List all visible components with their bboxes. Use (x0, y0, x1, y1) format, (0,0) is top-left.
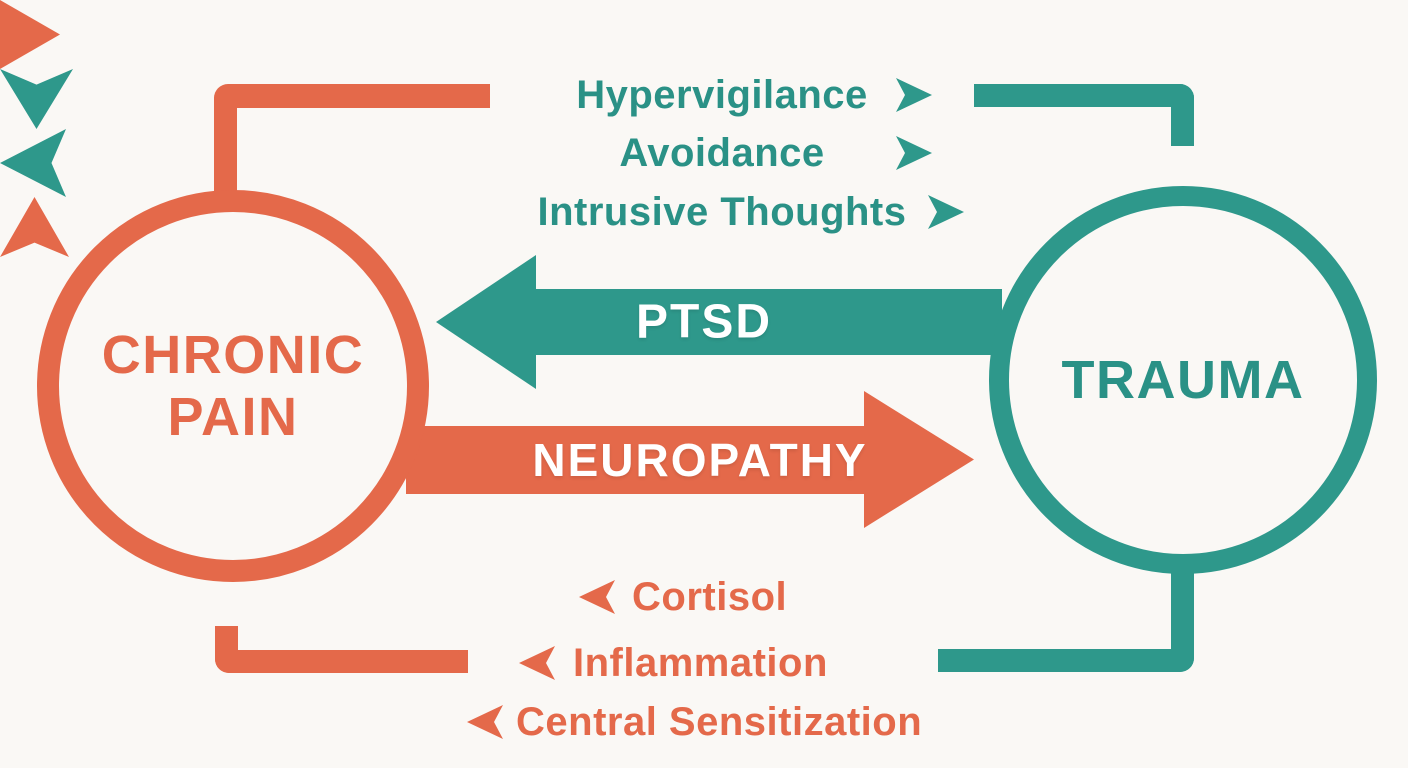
left-arrowhead-icon (519, 646, 555, 680)
neuropathy-arrow-label: NEUROPATHY (532, 434, 868, 486)
mechanisms-to-chronic-connector-vertical (215, 626, 238, 673)
mechanism-item-inflammation: Inflammation (573, 641, 828, 685)
ptsd-arrow-body (532, 289, 1002, 355)
symptom-item-hypervigilance: Hypervigilance (576, 73, 868, 117)
trauma-label: TRAUMA (1061, 350, 1305, 410)
left-arrowhead-icon (436, 255, 536, 389)
symptoms-to-trauma-connector-horizontal (974, 84, 1194, 107)
chronic-pain-label-line1: CHRONIC (101, 325, 365, 385)
right-arrowhead-icon (864, 391, 974, 528)
symptom-item-avoidance: Avoidance (619, 131, 825, 175)
left-arrowhead-icon (467, 705, 503, 739)
chronic-to-symptoms-connector-horizontal (214, 84, 490, 108)
chronic-pain-node: CHRONIC PAIN (37, 190, 429, 582)
chronic-pain-label-line2: PAIN (167, 387, 299, 447)
right-arrowhead-icon (928, 195, 964, 229)
left-arrowhead-icon (579, 580, 615, 614)
trauma-node: TRAUMA (989, 186, 1377, 574)
chronic-to-symptoms-connector-vertical (214, 86, 237, 198)
ptsd-arrow-label: PTSD (635, 295, 773, 349)
symptom-item-intrusive-thoughts: Intrusive Thoughts (537, 190, 907, 234)
mechanism-item-cortisol: Cortisol (632, 575, 788, 619)
neuropathy-arrow-body (406, 426, 868, 494)
mechanism-item-central-sensitization: Central Sensitization (516, 700, 923, 744)
down-arrowhead-icon (0, 69, 73, 129)
symptoms-to-trauma-connector-vertical (1171, 84, 1194, 146)
trauma-to-mechanisms-connector-vertical (1171, 556, 1194, 672)
right-arrowhead-icon (0, 0, 60, 69)
up-arrowhead-icon (0, 197, 69, 257)
left-arrowhead-icon (0, 129, 66, 197)
trauma-to-mechanisms-connector-horizontal (938, 649, 1194, 672)
mechanisms-to-chronic-connector-horizontal (215, 650, 468, 673)
